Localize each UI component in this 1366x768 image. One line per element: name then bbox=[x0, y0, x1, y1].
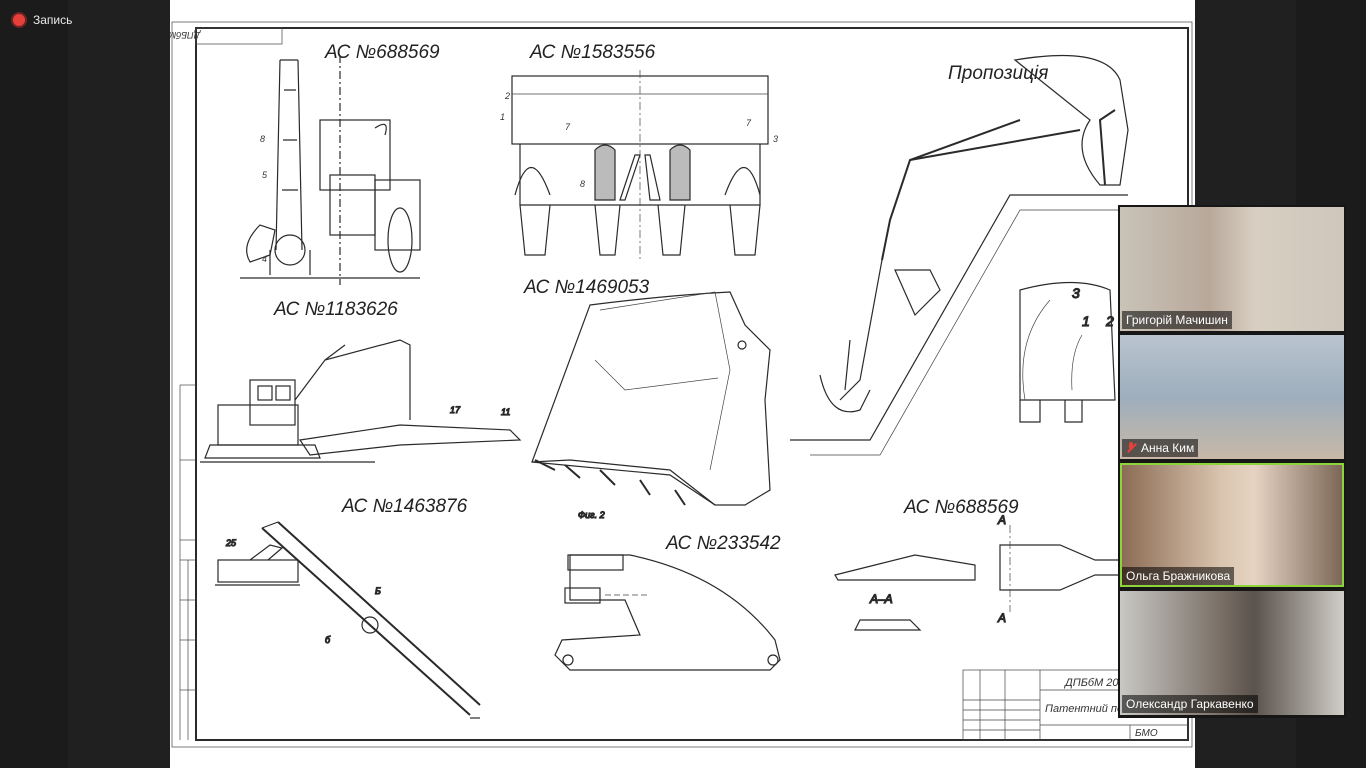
participant-name-4: Олександр Гаркавенко bbox=[1122, 695, 1258, 713]
title-block-code: ДПБбМ 2020 bbox=[1063, 677, 1132, 689]
caption-8: АС №688569 bbox=[903, 497, 1019, 518]
marker-a-top: А bbox=[997, 513, 1006, 527]
figure-tractor-boom bbox=[240, 55, 421, 285]
callout-17: 17 bbox=[450, 405, 461, 415]
callout-5: 5 bbox=[262, 170, 268, 180]
figure-trench-cutter bbox=[511, 70, 769, 260]
caption-5: АС №1469053 bbox=[523, 277, 650, 298]
marker-a-bottom: А bbox=[997, 611, 1006, 625]
callout-B: Б bbox=[375, 586, 381, 596]
callout-25: 25 bbox=[225, 538, 237, 548]
figure-tooth-profile: А–А А А bbox=[834, 512, 1129, 631]
callout-3b: 3 bbox=[773, 134, 778, 144]
recording-label: Запись bbox=[33, 13, 73, 27]
callout-11: 11 bbox=[501, 407, 510, 417]
caption-4: АС №1183626 bbox=[273, 299, 398, 320]
mic-muted-icon bbox=[1126, 442, 1136, 454]
participants-gallery: Григорій Мачишин Анна Ким Ольга Бражнико… bbox=[1118, 205, 1346, 718]
stamp-text: ДПБбМ 2020 00.00.00 ПЛ bbox=[170, 30, 201, 40]
callout-2b: 2 bbox=[504, 91, 510, 101]
figure-excavator-bucket: Фиг. 2 bbox=[531, 291, 771, 521]
callout-1: 1 bbox=[1082, 313, 1090, 329]
fig-label: Фиг. 2 bbox=[578, 510, 605, 520]
inner-frame bbox=[195, 27, 1189, 741]
participant-name-1: Григорій Мачишин bbox=[1122, 311, 1232, 329]
participant-tile-4[interactable]: Олександр Гаркавенко bbox=[1120, 591, 1344, 715]
callout-8: 8 bbox=[580, 179, 585, 189]
callout-7b: 7 bbox=[746, 118, 752, 128]
caption-6: АС №1463876 bbox=[341, 496, 468, 517]
participant-name-3: Ольга Бражникова bbox=[1122, 567, 1235, 585]
figure-ripper-tooth bbox=[554, 554, 781, 671]
callout-7: 7 bbox=[565, 122, 571, 132]
caption-3: Пропозиція bbox=[948, 63, 1048, 84]
callout-2: 2 bbox=[1105, 313, 1114, 329]
title-block bbox=[962, 669, 1189, 741]
callout-3: 3 bbox=[1072, 285, 1080, 301]
figure-bucket-section: 3 1 2 bbox=[1019, 281, 1116, 423]
stamp-box bbox=[195, 27, 283, 45]
left-panel bbox=[0, 0, 68, 768]
figure-excavator-slope bbox=[790, 54, 1129, 456]
left-margin-strip bbox=[179, 384, 196, 740]
recording-indicator[interactable]: Запись bbox=[10, 10, 72, 30]
record-dot-icon bbox=[13, 14, 25, 26]
callout-4: 4 bbox=[262, 254, 267, 264]
participant-tile-1[interactable]: Григорій Мачишин bbox=[1120, 207, 1344, 331]
title-block-title: Патентний пош bbox=[1045, 703, 1132, 715]
figure-inclined-conveyor: 25 Б б bbox=[215, 521, 481, 719]
figure-crawler-excavator: 11 17 bbox=[200, 339, 522, 463]
caption-1: АС №688569 bbox=[324, 42, 440, 63]
participant-name-2: Анна Ким bbox=[1122, 439, 1199, 457]
technical-drawing: ДПБбМ 2020 00.00.00 ПЛ АС №688569 АС №15… bbox=[170, 21, 1193, 748]
title-block-dept: БМО bbox=[1135, 728, 1158, 739]
caption-2: АС №1583556 bbox=[529, 42, 656, 63]
participant-tile-2[interactable]: Анна Ким bbox=[1120, 335, 1344, 459]
callout-6: 8 bbox=[260, 134, 265, 144]
callout-b: б bbox=[325, 635, 331, 645]
section-label: А–А bbox=[869, 592, 893, 606]
callout-1b: 1 bbox=[500, 112, 505, 122]
shared-drawing-sheet: ДПБбМ 2020 00.00.00 ПЛ АС №688569 АС №15… bbox=[170, 0, 1195, 768]
participant-tile-3[interactable]: Ольга Бражникова bbox=[1120, 463, 1344, 587]
caption-7: АС №233542 bbox=[665, 533, 781, 554]
